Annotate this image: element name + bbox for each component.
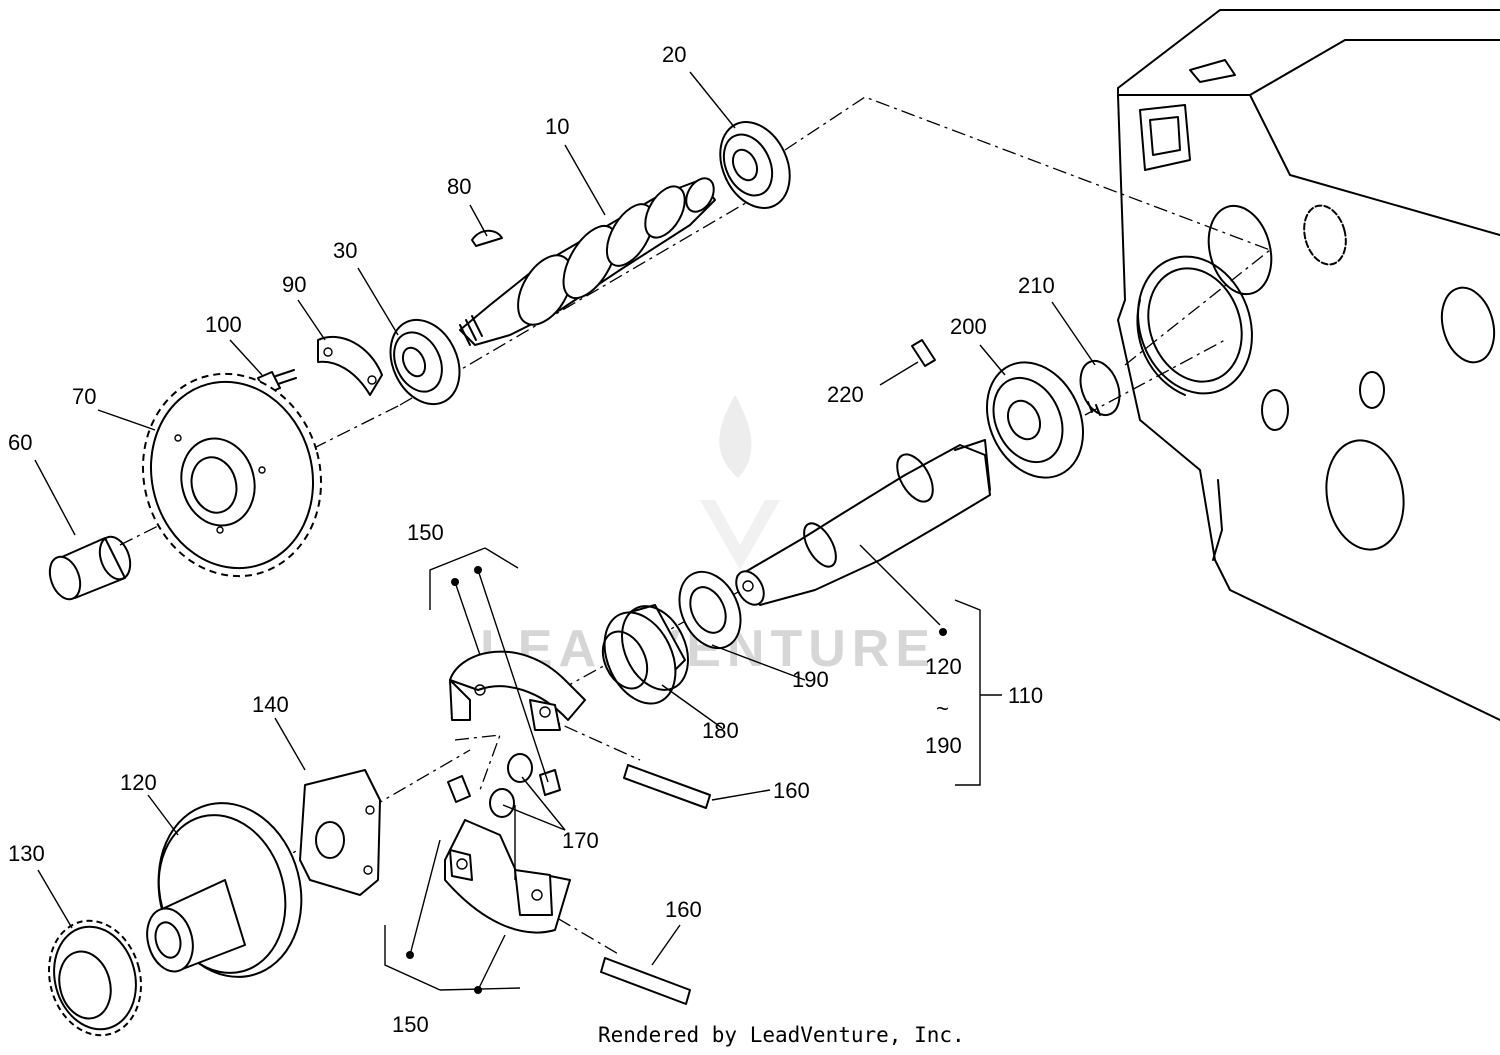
pin-160-lower [600,957,691,1005]
callout-160-upper: 160 [773,778,810,803]
callout-70: 70 [72,384,96,409]
callout-80: 80 [447,174,471,199]
callout-90: 90 [282,272,306,297]
watermark-logo [700,395,780,570]
callout-120-range-start: 120 [925,654,962,679]
callout-140: 140 [252,692,289,717]
weight-holder-lower [444,819,571,934]
callout-180: 180 [702,718,739,743]
callout-220: 220 [827,382,864,407]
bushing-60 [48,535,132,601]
retainer-plate-90 [317,335,383,396]
snap-ring-210 [1079,359,1121,417]
callout-210: 210 [1018,273,1055,298]
callout-10: 10 [545,114,569,139]
engine-block [1117,9,1500,721]
set-screw-220 [911,339,936,367]
bearing-30 [389,318,461,406]
callout-200: 200 [950,314,987,339]
pin-160-upper [623,764,711,809]
callout-30: 30 [333,238,357,263]
callout-150-lower: 150 [392,1012,429,1037]
bearing-200 [985,361,1085,479]
callout-110: 110 [1008,683,1043,708]
woodruff-key [471,229,503,247]
callout-120: 120 [120,770,157,795]
callout-190: 190 [792,667,829,692]
gear-130 [48,919,142,1037]
callout-150-upper: 150 [407,520,444,545]
callout-160-lower: 160 [665,897,702,922]
governor-shaft [735,439,991,606]
governor-sleeve-180 [601,604,689,705]
callout-20: 20 [662,42,686,67]
leader-lines [34,71,1096,994]
governor-drum-120 [146,802,303,978]
callout-labels: 20 10 80 30 90 100 70 60 210 200 220 150… [8,42,1055,1037]
washer-190 [678,570,742,650]
bushings-170 [447,753,561,818]
credit-text: Rendered by LeadVenture, Inc. [598,1023,965,1047]
camshaft [459,177,716,346]
bearing-20 [719,121,791,209]
callout-60: 60 [8,430,32,455]
callout-130: 130 [8,841,45,866]
weight-holder-upper [449,650,586,731]
callout-190-range-end: 190 [925,733,962,758]
governor-weight-140 [299,769,381,896]
callout-range-tilde: ~ [936,696,949,721]
cam-gear-70 [141,372,323,578]
callout-100: 100 [205,312,242,337]
callout-170: 170 [562,828,599,853]
